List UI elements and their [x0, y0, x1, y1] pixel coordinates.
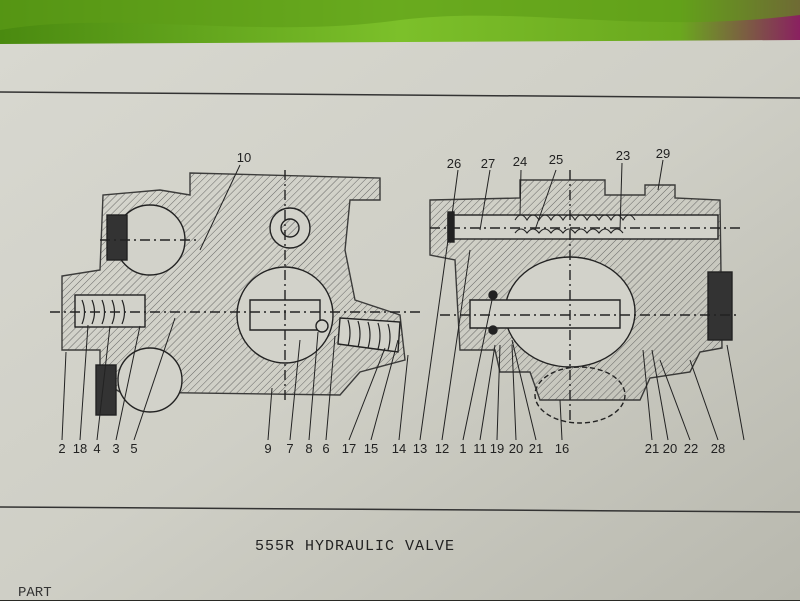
part-number-label: 14	[391, 441, 407, 456]
part-number-label: 15	[363, 441, 379, 456]
bottom-rule	[0, 506, 800, 513]
part-number-label: 11	[473, 441, 487, 456]
part-number-label: 2	[58, 441, 66, 456]
part-number-label: 16	[554, 441, 570, 456]
part-number-label: 1	[459, 441, 467, 456]
valve-section-left	[50, 170, 420, 416]
manual-page	[0, 40, 800, 600]
page-footer-text: PART	[18, 585, 52, 601]
diagram-caption: 555R HYDRAULIC VALVE	[255, 538, 456, 555]
part-number-label: 24	[512, 154, 528, 169]
part-number-label: 20	[662, 441, 678, 456]
part-number-label: 5	[130, 441, 138, 456]
valve-section-right	[429, 170, 740, 424]
part-number-label: 20	[508, 441, 524, 456]
part-number-label: 9	[264, 441, 272, 456]
part-number-label: 13	[412, 441, 428, 456]
part-number-label: 6	[322, 441, 330, 456]
part-number-label: 28	[710, 441, 726, 456]
part-number-label: 4	[93, 441, 101, 456]
part-number-label: 21	[528, 441, 544, 456]
top-rule	[0, 91, 800, 99]
part-number-label: 19	[489, 441, 505, 456]
part-number-label: 21	[644, 441, 660, 456]
part-number-label: 22	[683, 441, 699, 456]
part-number-label: 7	[286, 441, 294, 456]
part-number-label: 25	[548, 152, 564, 167]
part-number-label: 27	[480, 156, 496, 171]
part-number-label: 18	[72, 441, 88, 456]
part-number-label: 3	[112, 441, 120, 456]
part-number-label: 17	[341, 441, 357, 456]
part-number-label: 10	[236, 150, 252, 165]
part-number-label: 23	[615, 148, 631, 163]
part-number-label: 8	[305, 441, 313, 456]
part-number-label: 26	[446, 156, 462, 171]
leader-lines	[61, 159, 745, 441]
part-number-label: 12	[434, 441, 450, 456]
part-number-label: 29	[655, 146, 671, 161]
